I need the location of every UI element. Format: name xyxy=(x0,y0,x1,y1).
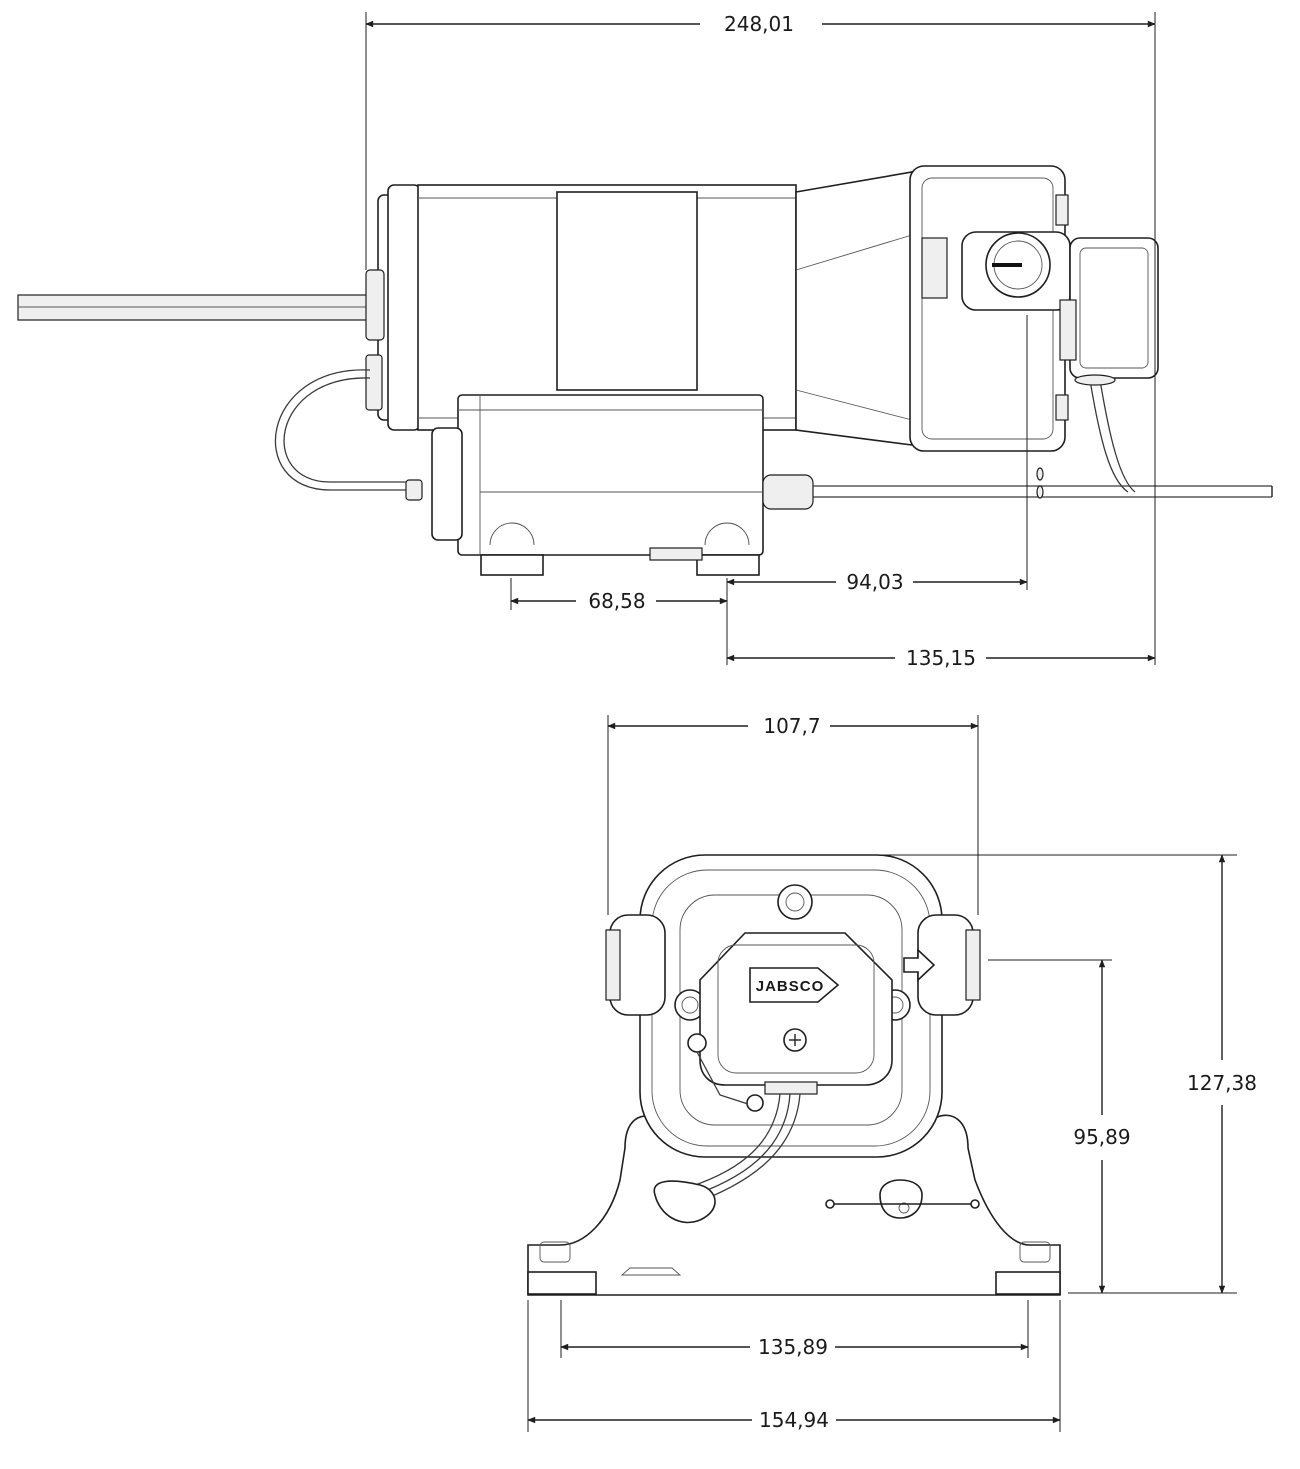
dim-base-hole-spacing: 135,89 xyxy=(758,1335,828,1359)
dim-foot-spacing-side: 68,58 xyxy=(588,589,645,613)
jabsco-logo-text: JABSCO xyxy=(756,978,825,995)
dim-port-height: 95,89 xyxy=(1073,1125,1130,1149)
dim-overall-length: 248,01 xyxy=(724,12,794,36)
dim-base-width: 154,94 xyxy=(759,1408,829,1432)
dim-rear-offset: 135,15 xyxy=(906,646,976,670)
dim-outlet-offset: 94,03 xyxy=(846,570,903,594)
dim-port-spacing: 107,7 xyxy=(763,714,820,738)
side-view: 248,01 68,58 94,03 135,15 xyxy=(17,12,1273,670)
dim-overall-height: 127,38 xyxy=(1187,1071,1257,1095)
front-view: JABSCO 107,7 xyxy=(527,714,1257,1432)
